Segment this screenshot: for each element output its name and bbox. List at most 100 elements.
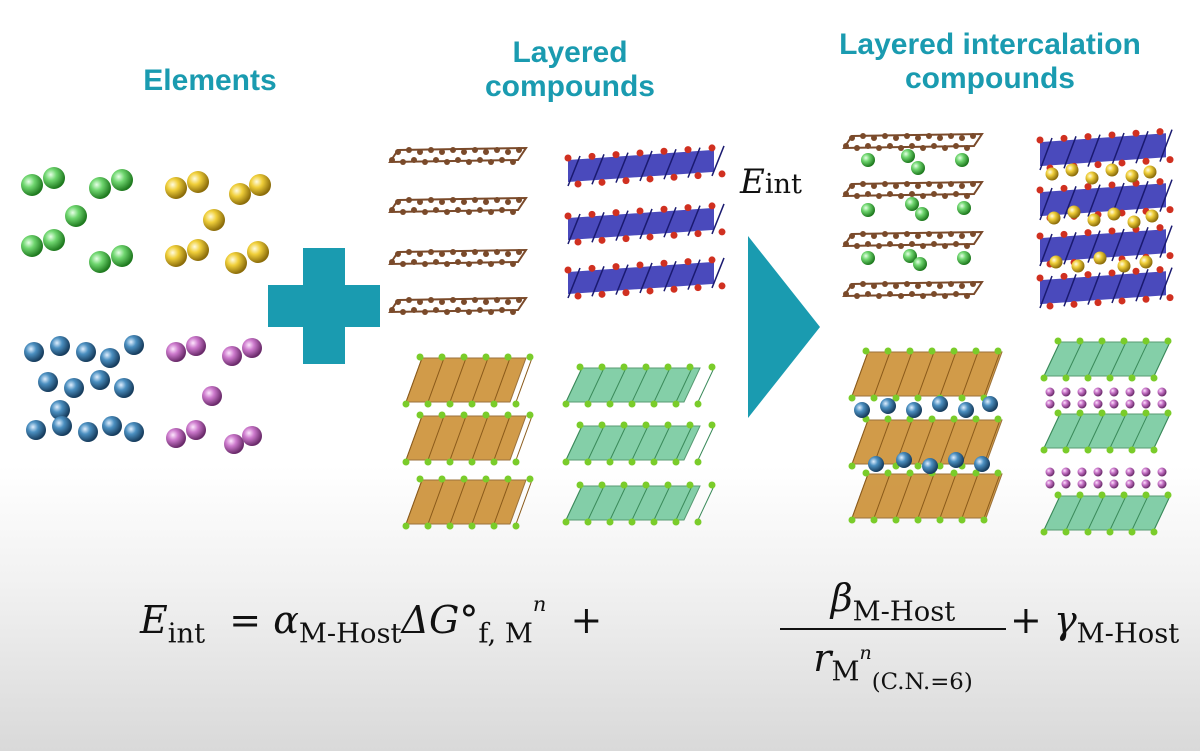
plus-icon xyxy=(268,248,380,364)
slab-atom xyxy=(1098,337,1106,345)
carbon-atom xyxy=(411,157,417,163)
carbon-atom xyxy=(964,193,970,199)
carbon-atom xyxy=(876,145,882,151)
intercalated-blue-atom xyxy=(974,456,990,472)
carbon-atom xyxy=(417,149,423,155)
intercalated-pink-atom xyxy=(1141,467,1151,477)
blue-element-sphere xyxy=(100,348,120,368)
slab-atom xyxy=(562,400,570,408)
pink-element-sphere xyxy=(242,426,262,446)
intercalated-blue-atom xyxy=(906,402,922,418)
slab-atom xyxy=(512,522,520,530)
slab-atom xyxy=(620,363,628,371)
intercalated-blue-atom xyxy=(868,456,884,472)
carbon-atom xyxy=(849,183,855,189)
carbon-atom xyxy=(483,299,489,305)
slab-edge xyxy=(1087,495,1105,531)
intercalated-green-atom xyxy=(903,249,917,263)
slab-edge xyxy=(405,479,423,525)
carbon-atom xyxy=(494,297,500,303)
slab-atom xyxy=(598,481,606,489)
slab-edge xyxy=(961,473,979,519)
octahedra-edge xyxy=(1063,232,1077,265)
carbon-atom xyxy=(898,193,904,199)
carbon-atom xyxy=(450,297,456,303)
oxygen-atom xyxy=(1036,136,1044,144)
reaction-arrow-icon xyxy=(748,236,820,418)
green-element-sphere xyxy=(111,169,133,191)
eq-plus-1: + xyxy=(570,598,603,642)
green-element-sphere xyxy=(65,205,87,227)
octahedra-layer xyxy=(1040,229,1166,263)
slab-atom xyxy=(1054,409,1062,417)
pink-element-sphere xyxy=(166,428,186,448)
octahedra-layer xyxy=(568,261,714,295)
slab-edge xyxy=(427,357,445,403)
slab-atom xyxy=(1106,528,1114,536)
slab-atom xyxy=(512,400,520,408)
eq-r-sub: M xyxy=(831,656,860,688)
compound-slab xyxy=(1043,495,1171,531)
octahedra-edge xyxy=(1135,181,1149,214)
carbon-atom xyxy=(937,135,943,141)
slab-atom xyxy=(1040,528,1048,536)
slab-atom xyxy=(928,347,936,355)
octahedra-edge xyxy=(1063,136,1077,169)
slab-atom xyxy=(708,363,716,371)
slab-edge xyxy=(939,351,957,397)
carbon-atom xyxy=(433,157,439,163)
slab-edge xyxy=(675,367,693,403)
carbon-atom xyxy=(964,293,970,299)
carbon-atom xyxy=(920,145,926,151)
slab-atom xyxy=(694,518,702,526)
slab-edge xyxy=(631,485,649,521)
carbon-atom xyxy=(417,199,423,205)
carbon-atom xyxy=(422,209,428,215)
octahedra-edge xyxy=(1087,230,1101,263)
carbon-atom xyxy=(904,133,910,139)
carbon-atom xyxy=(461,199,467,205)
slab-atom xyxy=(1040,374,1048,382)
carbon-atom xyxy=(433,307,439,313)
slab-atom xyxy=(884,415,892,423)
oxygen-atom xyxy=(718,170,726,178)
octahedra-edge xyxy=(687,147,701,178)
blue-element-sphere xyxy=(102,416,122,436)
carbon-atom xyxy=(948,281,954,287)
octahedra-edge xyxy=(1087,184,1101,217)
octahedra-edge xyxy=(1039,187,1053,221)
oxygen-atom xyxy=(1046,302,1054,310)
green-element-sphere xyxy=(111,245,133,267)
carbon-atom xyxy=(860,231,866,237)
carbon-atom xyxy=(893,233,899,239)
carbon-atom xyxy=(472,147,478,153)
equation-right-part: + γM-Host xyxy=(1010,598,1179,650)
oxygen-atom xyxy=(1094,161,1102,169)
slab-atom xyxy=(584,458,592,466)
fraction-numerator: βM-Host xyxy=(780,576,1006,628)
eq-r: r xyxy=(813,636,832,680)
slab-atom xyxy=(936,462,944,470)
carbon-atom xyxy=(970,181,976,187)
slab-edge xyxy=(471,415,489,461)
carbon-atom xyxy=(494,197,500,203)
slab-edge xyxy=(449,415,467,461)
slab-edge xyxy=(427,479,445,525)
oxygen-atom xyxy=(598,236,606,244)
carbon-atom xyxy=(882,181,888,187)
oxygen-atom xyxy=(1108,227,1116,235)
blue-element-sphere xyxy=(26,420,46,440)
slab-atom xyxy=(446,458,454,466)
carbon-atom xyxy=(400,159,406,165)
layered-compounds-header: Layered compounds xyxy=(430,36,710,104)
eq-r-subsub: (C.N.=6) xyxy=(871,669,973,696)
slab-edge xyxy=(983,419,1001,465)
slab-atom xyxy=(1142,491,1150,499)
intercalated-pink-atom xyxy=(1125,387,1135,397)
carbon-atom xyxy=(876,193,882,199)
intercalated-green-atom xyxy=(901,149,915,163)
octahedra-edge xyxy=(1111,132,1125,166)
slab-atom xyxy=(1120,491,1128,499)
carbon-atom xyxy=(389,259,395,265)
carbon-atom xyxy=(516,249,522,255)
